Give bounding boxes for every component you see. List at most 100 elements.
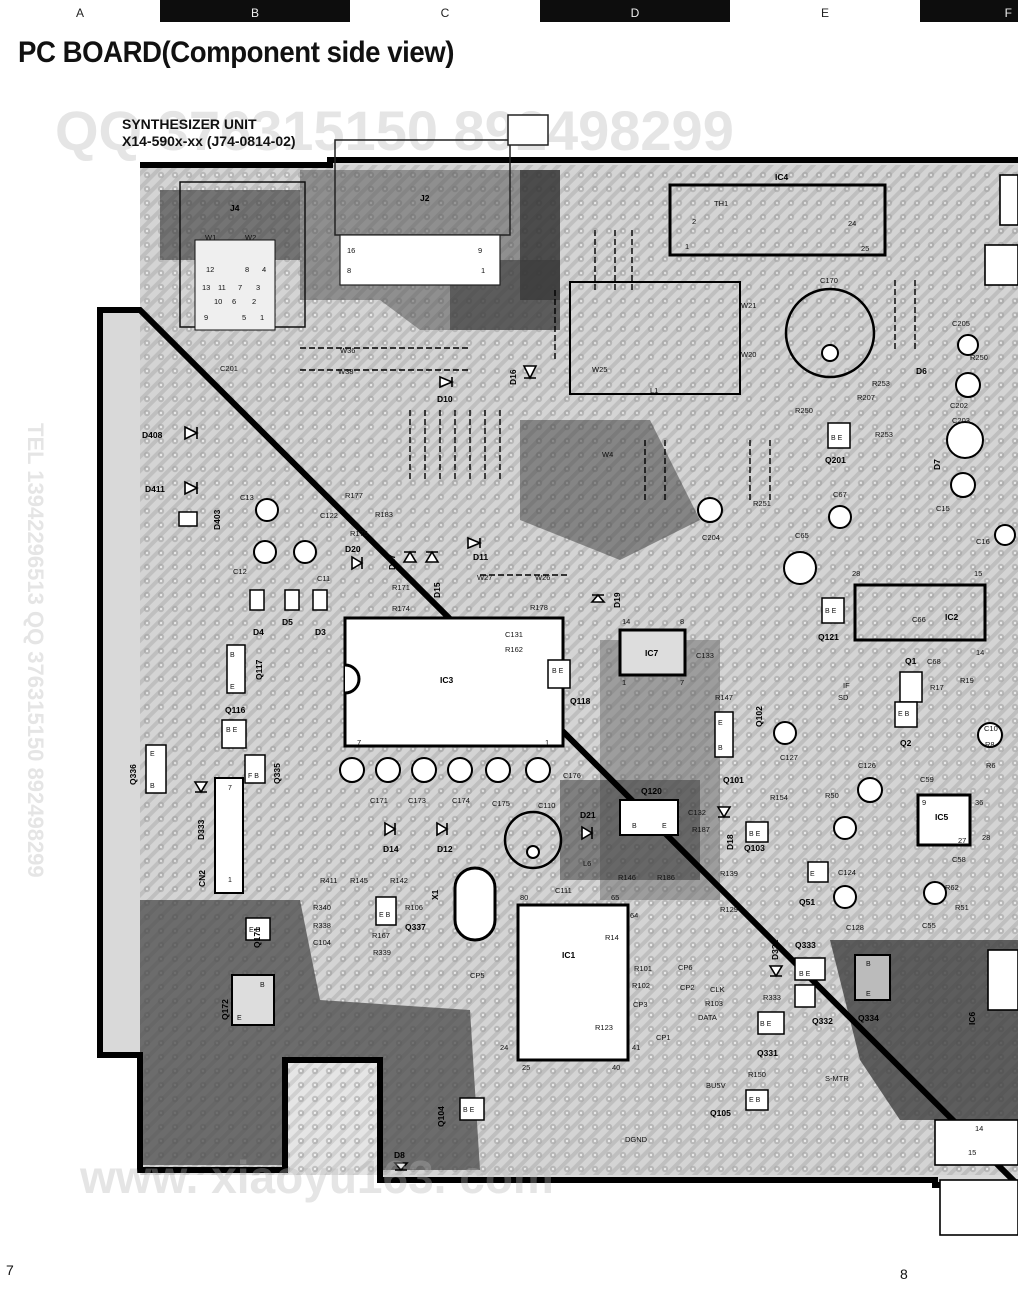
svg-text:R339: R339 xyxy=(373,948,391,957)
svg-text:R174: R174 xyxy=(392,604,410,613)
svg-text:CN2: CN2 xyxy=(197,870,207,887)
unit-label: SYNTHESIZER UNIT X14-590x-xx (J74-0814-0… xyxy=(122,116,296,150)
ic7-outline xyxy=(618,628,687,677)
capacitor-c110 xyxy=(503,810,563,870)
svg-text:R171: R171 xyxy=(392,583,410,592)
svg-text:W4: W4 xyxy=(602,450,613,459)
page-number-right: 8 xyxy=(900,1266,908,1282)
svg-text:R162: R162 xyxy=(505,645,523,654)
svg-text:1: 1 xyxy=(685,242,689,251)
svg-text:Q101: Q101 xyxy=(723,775,744,785)
svg-text:C65: C65 xyxy=(795,531,809,540)
svg-text:R186: R186 xyxy=(657,873,675,882)
svg-text:9: 9 xyxy=(478,246,482,255)
svg-text:IC2: IC2 xyxy=(945,612,959,622)
svg-text:36: 36 xyxy=(975,798,983,807)
svg-text:E: E xyxy=(718,720,723,727)
svg-text:Q105: Q105 xyxy=(710,1108,731,1118)
svg-text:IC5: IC5 xyxy=(935,812,949,822)
watermark-bottom: www. xiaoyu163. com xyxy=(80,1151,554,1203)
unit-part-number: X14-590x-xx (J74-0814-02) xyxy=(122,133,296,149)
watermark-vertical: TEL 13942296513 QQ 376315150 892498299 xyxy=(23,423,48,878)
svg-text:R17: R17 xyxy=(930,683,944,692)
svg-text:5: 5 xyxy=(242,313,246,322)
svg-text:S-MTR: S-MTR xyxy=(825,1074,849,1083)
q172-outline xyxy=(231,974,275,1026)
svg-text:D403: D403 xyxy=(212,509,222,530)
svg-text:C131: C131 xyxy=(505,630,523,639)
svg-text:R102: R102 xyxy=(632,981,650,990)
svg-text:8: 8 xyxy=(680,617,684,626)
svg-text:7: 7 xyxy=(228,785,232,792)
svg-text:25: 25 xyxy=(522,1063,530,1072)
ic4-outline xyxy=(668,183,887,257)
svg-text:L6: L6 xyxy=(583,859,591,868)
svg-text:15: 15 xyxy=(968,1148,976,1157)
svg-text:14: 14 xyxy=(976,648,984,657)
svg-text:E B: E B xyxy=(749,1097,761,1104)
svg-text:24: 24 xyxy=(848,219,856,228)
svg-text:4: 4 xyxy=(262,265,266,274)
svg-text:1: 1 xyxy=(481,266,485,275)
svg-text:D6: D6 xyxy=(916,366,927,376)
svg-text:D7: D7 xyxy=(932,459,942,470)
svg-text:D12: D12 xyxy=(437,844,453,854)
svg-text:7: 7 xyxy=(357,738,361,747)
svg-text:14: 14 xyxy=(622,617,630,626)
svg-text:IF: IF xyxy=(843,681,850,690)
svg-text:E B: E B xyxy=(379,912,391,919)
svg-text:R14: R14 xyxy=(605,933,619,942)
svg-text:B E: B E xyxy=(825,608,837,615)
svg-text:Q117: Q117 xyxy=(254,659,264,680)
svg-text:IC4: IC4 xyxy=(775,172,789,182)
svg-text:C110: C110 xyxy=(538,801,555,810)
svg-text:1: 1 xyxy=(622,678,626,687)
svg-text:65: 65 xyxy=(611,893,619,902)
svg-text:80: 80 xyxy=(520,893,528,902)
svg-text:W26: W26 xyxy=(535,573,550,582)
svg-text:R139: R139 xyxy=(720,869,738,878)
svg-text:3: 3 xyxy=(256,283,260,292)
svg-text:J4: J4 xyxy=(230,203,240,213)
svg-text:C127: C127 xyxy=(780,753,798,762)
svg-text:D10: D10 xyxy=(437,394,453,404)
svg-text:25: 25 xyxy=(861,244,869,253)
svg-text:E B: E B xyxy=(249,927,261,934)
svg-text:B E: B E xyxy=(552,668,564,675)
transistor-boxes xyxy=(145,422,923,1121)
svg-text:R142: R142 xyxy=(390,876,408,885)
column-marker-bar: A B C D E F xyxy=(0,0,1018,22)
svg-text:C55: C55 xyxy=(922,921,936,930)
svg-text:R101: R101 xyxy=(634,964,652,973)
svg-text:Q120: Q120 xyxy=(641,786,662,796)
svg-text:CP3: CP3 xyxy=(633,1000,648,1009)
svg-text:L1: L1 xyxy=(650,386,658,395)
svg-text:R8: R8 xyxy=(985,740,995,749)
right-edge-parts xyxy=(934,174,1018,1236)
svg-text:B: B xyxy=(866,961,871,968)
svg-text:Q334: Q334 xyxy=(858,1013,879,1023)
svg-text:Q201: Q201 xyxy=(825,455,846,465)
svg-text:R253: R253 xyxy=(872,379,890,388)
svg-text:R50: R50 xyxy=(825,791,839,800)
svg-text:C16: C16 xyxy=(976,537,990,546)
svg-text:41: 41 xyxy=(632,1043,640,1052)
svg-text:W38: W38 xyxy=(338,367,353,376)
svg-text:C205: C205 xyxy=(952,319,970,328)
svg-text:Q331: Q331 xyxy=(757,1048,778,1058)
svg-text:D333: D333 xyxy=(196,819,206,840)
svg-text:C126: C126 xyxy=(858,761,876,770)
board-outline xyxy=(97,157,1018,1188)
svg-text:E: E xyxy=(237,1015,242,1022)
svg-text:R146: R146 xyxy=(618,873,636,882)
svg-text:R167: R167 xyxy=(372,931,390,940)
svg-text:IC7: IC7 xyxy=(645,648,659,658)
svg-text:B E: B E xyxy=(226,727,238,734)
svg-text:Q171: Q171 xyxy=(252,927,262,948)
svg-text:28: 28 xyxy=(852,569,860,578)
crystal-x1 xyxy=(453,866,497,942)
svg-text:B: B xyxy=(718,745,723,752)
svg-text:B: B xyxy=(260,982,265,989)
svg-text:IC6: IC6 xyxy=(967,1012,977,1026)
